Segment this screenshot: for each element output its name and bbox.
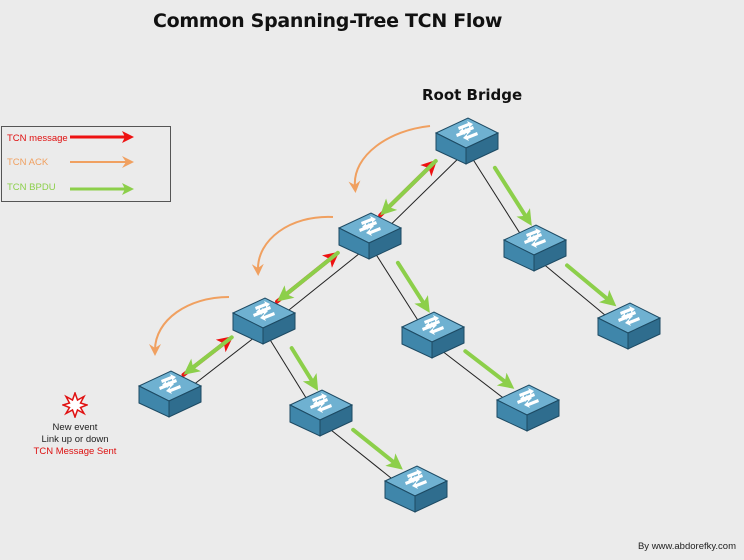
explosion-star-icon xyxy=(62,392,88,418)
switch-s9[interactable] xyxy=(288,389,354,437)
event-line-2: Link up or down xyxy=(41,434,109,445)
tcn-ack-arrow-root-s2 xyxy=(348,125,431,193)
switch-s5[interactable] xyxy=(502,224,568,272)
switch-s8[interactable] xyxy=(495,384,561,432)
tcn-bpdu-arrow-root-s5 xyxy=(492,165,532,226)
switch-arrows-icon xyxy=(456,121,478,141)
root-bridge-switch[interactable] xyxy=(434,117,500,165)
tcn-bpdu-arrow-s2-s3 xyxy=(277,250,340,302)
tcn-bpdu-arrow-s3-s9 xyxy=(289,346,319,391)
switch-arrows-icon xyxy=(359,216,381,236)
switch-s6[interactable] xyxy=(596,302,662,350)
tcn-bpdu-arrow-s9-s10 xyxy=(351,427,403,470)
switch-arrows-icon xyxy=(618,306,640,326)
tcn-bpdu-arrow-s5-s6 xyxy=(565,263,617,307)
tcn-ack-arrow-s2-s3 xyxy=(251,215,334,276)
credit-text: By www.abdorefky.com xyxy=(637,541,736,552)
tcn-ack-arrow-s3-s4 xyxy=(149,296,230,356)
switch-s4[interactable] xyxy=(137,370,203,418)
switch-arrows-icon xyxy=(517,388,539,408)
tcn-bpdu-arrow-s3-s4 xyxy=(183,335,234,375)
tcn-bpdu-arrow-s7-s8 xyxy=(463,349,515,389)
legend-tcn-ack-label: TCN ACK xyxy=(7,157,49,168)
switch-s10[interactable] xyxy=(383,465,449,513)
tcn-bpdu-arrow-s2-s7 xyxy=(395,260,430,313)
event-note: New event Link up or down TCN Message Se… xyxy=(30,392,120,458)
event-line-3: TCN Message Sent xyxy=(33,446,117,457)
legend-tcn-message-label: TCN message xyxy=(7,133,68,144)
tcn-bpdu-arrow-root-s2 xyxy=(380,158,438,216)
switch-arrows-icon xyxy=(310,393,332,413)
switch-arrows-icon xyxy=(422,315,444,335)
switch-arrows-icon xyxy=(405,469,427,489)
switch-arrows-icon xyxy=(524,228,546,248)
root-bridge-label: Root Bridge xyxy=(422,86,523,104)
diagram-title: Common Spanning-Tree TCN Flow xyxy=(153,10,503,32)
switch-s3[interactable] xyxy=(231,297,297,345)
switch-arrows-icon xyxy=(159,374,181,394)
switch-s7[interactable] xyxy=(400,311,466,359)
switch-s2[interactable] xyxy=(337,212,403,260)
legend-tcn-bpdu-label: TCN BPDU xyxy=(7,182,56,193)
switch-arrows-icon xyxy=(253,301,275,321)
event-line-1: New event xyxy=(52,422,98,433)
